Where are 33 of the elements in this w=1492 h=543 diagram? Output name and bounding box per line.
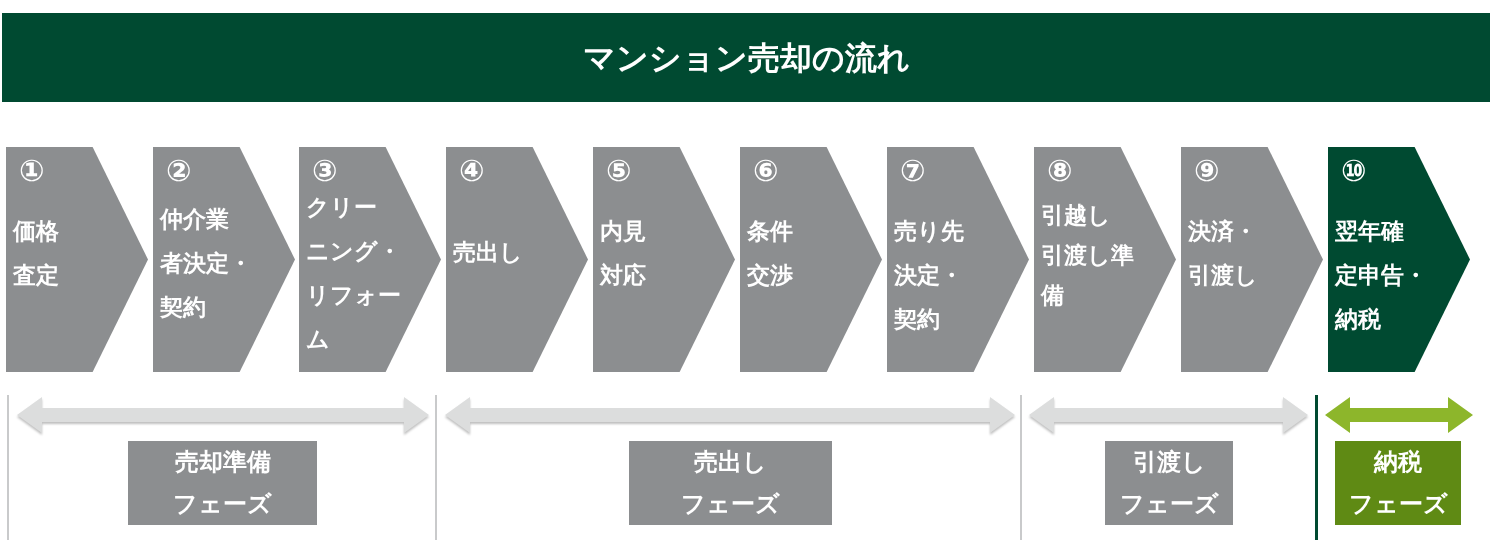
step-number: ⑦ — [900, 155, 926, 187]
step-label: 売り先決定・契約 — [894, 217, 965, 334]
step-number: ③ — [312, 155, 338, 187]
step-label: 売出し — [453, 238, 524, 267]
step-number: ⑩ — [1341, 155, 1367, 187]
step-number: ② — [166, 155, 192, 187]
step-number: ⑧ — [1047, 155, 1073, 187]
step-label: クリーニング・リフォーム — [306, 193, 402, 354]
phase-label: 売却準備フェーズ — [173, 447, 272, 520]
phase-label-box — [128, 441, 317, 525]
step-label: 引越し引渡し準備 — [1041, 201, 1135, 310]
step-number: ⑥ — [753, 155, 779, 187]
phase-label-box — [629, 441, 832, 525]
phase-label: 納税フェーズ — [1348, 447, 1448, 520]
title-text: マンション売却の流れ — [582, 37, 910, 79]
phase-label: 引渡しフェーズ — [1119, 447, 1219, 520]
phase-label-box — [1105, 441, 1233, 525]
phase-label: 売出しフェーズ — [681, 447, 780, 520]
step-number: ⑨ — [1194, 155, 1220, 187]
step-number: ① — [19, 155, 45, 187]
dimension-line — [445, 396, 1015, 434]
step-label: 決済・引渡し — [1188, 217, 1259, 290]
step-label: 価格査定 — [13, 217, 60, 290]
phase-label-box — [1335, 441, 1461, 525]
dimension-line — [1029, 396, 1308, 434]
dimension-line — [1325, 396, 1473, 434]
step-label: 条件交渉 — [747, 217, 794, 290]
step-label: 内見対応 — [600, 217, 647, 290]
step-label: 仲介業者決定・契約 — [160, 205, 253, 322]
dimension-line — [17, 396, 429, 434]
step-number: ⑤ — [606, 155, 632, 187]
step-number: ④ — [459, 155, 485, 187]
step-label: 翌年確定申告・納税 — [1335, 217, 1428, 334]
